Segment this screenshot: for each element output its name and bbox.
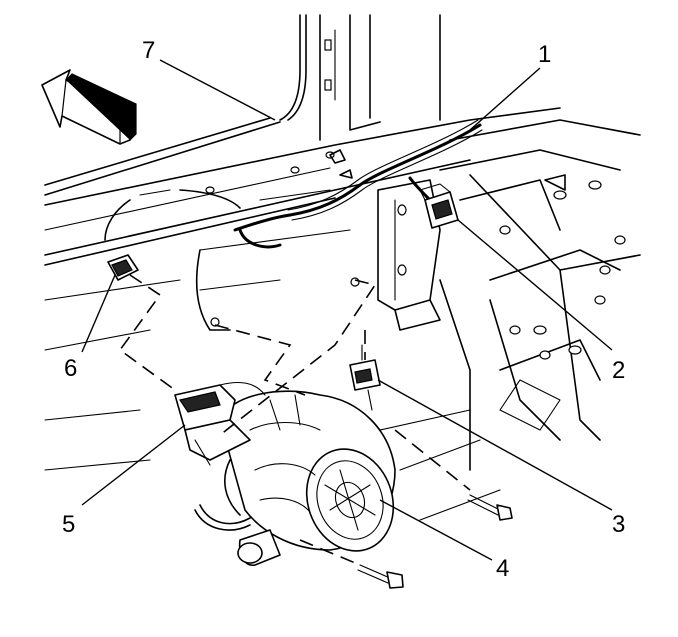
harness-connector bbox=[419, 183, 459, 229]
mounting-bolt-upper bbox=[467, 494, 513, 521]
callout-6: 6 bbox=[64, 355, 77, 382]
callout-3: 3 bbox=[612, 511, 625, 538]
air-injection-pump bbox=[194, 390, 396, 566]
callout-1: 1 bbox=[538, 41, 551, 68]
pump-motor-housing bbox=[174, 381, 266, 466]
callout-leaders bbox=[81, 59, 613, 561]
wiring-harness bbox=[104, 119, 483, 249]
installation-guide-lines bbox=[118, 274, 471, 566]
callout-labels: 1 2 3 4 5 6 7 bbox=[62, 37, 625, 582]
pump-bracket bbox=[377, 179, 441, 331]
callout-7: 7 bbox=[142, 37, 155, 64]
forward-arrow-icon bbox=[41, 69, 137, 145]
retainer-clip bbox=[107, 254, 139, 281]
mounting-bolt-lower bbox=[357, 564, 404, 589]
pump-connector bbox=[349, 344, 381, 411]
callout-2: 2 bbox=[612, 357, 625, 384]
vehicle-body-structure bbox=[44, 14, 641, 521]
callout-5: 5 bbox=[62, 511, 75, 538]
callout-4: 4 bbox=[496, 555, 509, 582]
